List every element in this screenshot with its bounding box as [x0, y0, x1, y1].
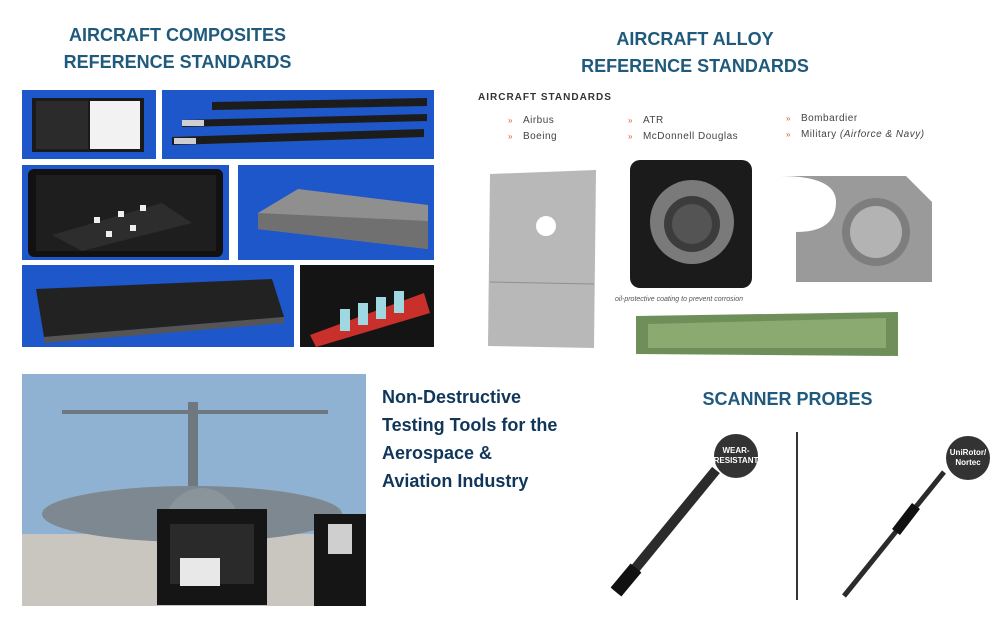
composites-heading-line2: REFERENCE STANDARDS	[63, 52, 292, 72]
wear-resistant-probe-photo	[596, 464, 726, 602]
standard-label: Airbus	[522, 115, 555, 126]
standard-boeing: » Boeing	[508, 131, 557, 142]
composite-panel-photo	[22, 90, 156, 159]
alloy-step-wedge-photo	[636, 310, 898, 358]
coating-note: oil-protective coating to prevent corros…	[615, 296, 744, 303]
ndt-line-1: Non-Destructive	[382, 387, 522, 407]
unirotor-nortec-badge: UniRotor/Nortec	[946, 436, 990, 480]
alloy-heading: AIRCRAFT ALLOY REFERENCE STANDARDS	[555, 26, 835, 80]
badge-line: UniRotor/	[949, 448, 987, 457]
unirotor-probe-photo	[834, 466, 952, 602]
badge-line: RESISTANT	[713, 456, 759, 465]
ndt-line-3: Aerospace &	[382, 443, 493, 463]
standard-bombardier: » Bombardier	[786, 113, 858, 124]
wear-resistant-badge: WEAR-RESISTANT	[714, 434, 758, 478]
bullet-icon: »	[786, 130, 791, 139]
alloy-plate-photo	[486, 170, 598, 350]
aircraft-ndt-kits-photo	[22, 374, 366, 606]
composite-strips-photo	[162, 90, 434, 159]
standard-label: McDonnell Douglas	[642, 131, 739, 142]
scanner-probes-heading: SCANNER PROBES	[702, 389, 873, 409]
composites-heading-line1: AIRCRAFT COMPOSITES	[68, 25, 286, 45]
bullet-icon: »	[628, 132, 633, 141]
standard-label: Bombardier	[800, 113, 858, 124]
standard-label: Boeing	[522, 131, 558, 142]
bullet-icon: »	[508, 132, 513, 141]
standard-label: ATR	[642, 115, 664, 126]
aircraft-standards-title: AIRCRAFT STANDARDS	[478, 92, 612, 103]
badge-line: Nortec	[955, 458, 981, 467]
standard-military: » Military (Airforce & Navy)	[786, 129, 925, 140]
alloy-cutout-block-photo	[776, 172, 934, 286]
bullet-icon: »	[508, 116, 513, 125]
alloy-heading-line2: REFERENCE STANDARDS	[581, 56, 809, 76]
standard-airbus: » Airbus	[508, 115, 554, 126]
composites-heading: AIRCRAFT COMPOSITES REFERENCE STANDARDS	[40, 22, 315, 76]
probe-divider	[796, 432, 798, 600]
alloy-bagged-block-photo	[628, 158, 754, 290]
ndt-line-4: Aviation Industry	[382, 471, 529, 491]
bullet-icon: »	[628, 116, 633, 125]
standard-atr: » ATR	[628, 115, 664, 126]
standard-label: Military	[800, 129, 837, 140]
taped-panel-photo	[300, 265, 434, 347]
composite-case-photo	[22, 165, 229, 260]
standard-qualifier: (Airforce & Navy)	[839, 129, 925, 140]
badge-line: WEAR-	[722, 446, 750, 455]
ndt-description: Non-Destructive Testing Tools for the Ae…	[382, 383, 582, 495]
alloy-heading-line1: AIRCRAFT ALLOY	[616, 29, 774, 49]
ndt-line-2: Testing Tools for the	[382, 415, 558, 435]
standard-mcdonnell-douglas: » McDonnell Douglas	[628, 131, 738, 142]
bullet-icon: »	[786, 114, 791, 123]
composite-wedge-photo	[238, 165, 434, 260]
honeycomb-panel-photo	[22, 265, 294, 347]
